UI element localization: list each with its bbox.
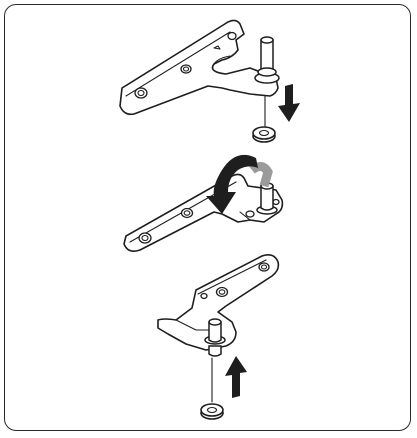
washer-step-1 [253, 127, 275, 142]
down-arrow-icon [278, 84, 300, 122]
hinge-arm-step-1 [120, 20, 278, 114]
screw-hole [228, 33, 236, 40]
washer-step-3 [201, 404, 223, 419]
hinge-pin-step-1 [255, 37, 279, 83]
step-2-rotate-hinge [124, 155, 282, 251]
step-3-reinstall-washer [158, 255, 278, 419]
screw-hole [201, 294, 207, 299]
up-arrow-icon [225, 356, 247, 398]
step-1-remove-washer [120, 20, 300, 142]
screw-hole [273, 200, 279, 205]
screw-hole [246, 211, 254, 217]
